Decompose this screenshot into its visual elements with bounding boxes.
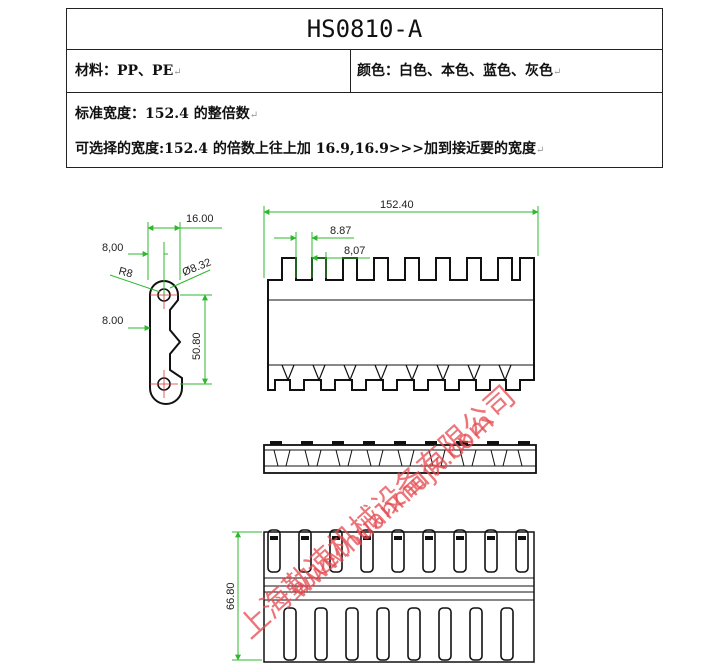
material-text: 材料：PP、PE — [75, 63, 174, 79]
dim-offset-label: 8,00 — [102, 242, 123, 254]
material-cell: 材料：PP、PE↵ — [75, 50, 182, 92]
dim-width-label: 152.40 — [380, 199, 414, 211]
paragraph-mark-icon: ↵ — [249, 110, 259, 121]
color-cell: 颜色：白色、本色、蓝色、灰色↵ — [357, 50, 561, 92]
front-view: 152.40 8.87 8,07 — [263, 199, 539, 391]
top-view — [263, 441, 537, 474]
paragraph-mark-icon: ↵ — [173, 67, 182, 78]
front-module-outline — [267, 257, 535, 391]
bottom-view: 66.80 — [225, 529, 535, 663]
dim-tooth2-label: 8,07 — [344, 245, 365, 257]
width-row: 标准宽度：152.4 的整倍数↵ 可选择的宽度:152.4 的倍数上往上加 16… — [67, 93, 662, 168]
model-title: HS0810-A — [67, 9, 662, 50]
cell-divider — [350, 50, 351, 92]
color-text: 颜色：白色、本色、蓝色、灰色 — [357, 63, 553, 79]
side-link-outline — [149, 280, 183, 405]
standard-width-line: 标准宽度：152.4 的整倍数↵ — [75, 103, 258, 123]
dim-tooth1-label: 8.87 — [330, 225, 351, 237]
dim-offset2-label: 8.00 — [102, 315, 123, 327]
technical-drawing: 16.00 8,00 R8 Ø8.32 8.00 50.80 152.40 8.… — [102, 199, 539, 663]
bottom-view-outline — [263, 531, 535, 663]
dim-height-label: 50.80 — [191, 332, 203, 360]
spec-table: HS0810-A 材料：PP、PE↵ 颜色：白色、本色、蓝色、灰色↵ 标准宽度：… — [66, 8, 663, 168]
standard-width-text: 标准宽度：152.4 的整倍数 — [75, 106, 250, 122]
dim-depth-label: 66.80 — [225, 582, 237, 610]
dim-pitch-label: 16.00 — [186, 213, 214, 225]
material-row: 材料：PP、PE↵ 颜色：白色、本色、蓝色、灰色↵ — [67, 50, 662, 93]
optional-width-text: 可选择的宽度:152.4 的倍数上往上加 16.9,16.9>>>加到接近要的宽… — [75, 141, 537, 157]
watermark-website: www.huanmujx.com — [285, 407, 501, 605]
optional-width-line: 可选择的宽度:152.4 的倍数上往上加 16.9,16.9>>>加到接近要的宽… — [75, 138, 544, 158]
watermark: 上海勤速机械设备有限公司 www.huanmujx.com — [232, 379, 523, 646]
dim-radius-label: R8 — [117, 265, 134, 280]
paragraph-mark-icon: ↵ — [536, 145, 545, 156]
paragraph-mark-icon: ↵ — [553, 67, 562, 78]
side-view: 16.00 8,00 R8 Ø8.32 8.00 50.80 — [102, 213, 222, 405]
